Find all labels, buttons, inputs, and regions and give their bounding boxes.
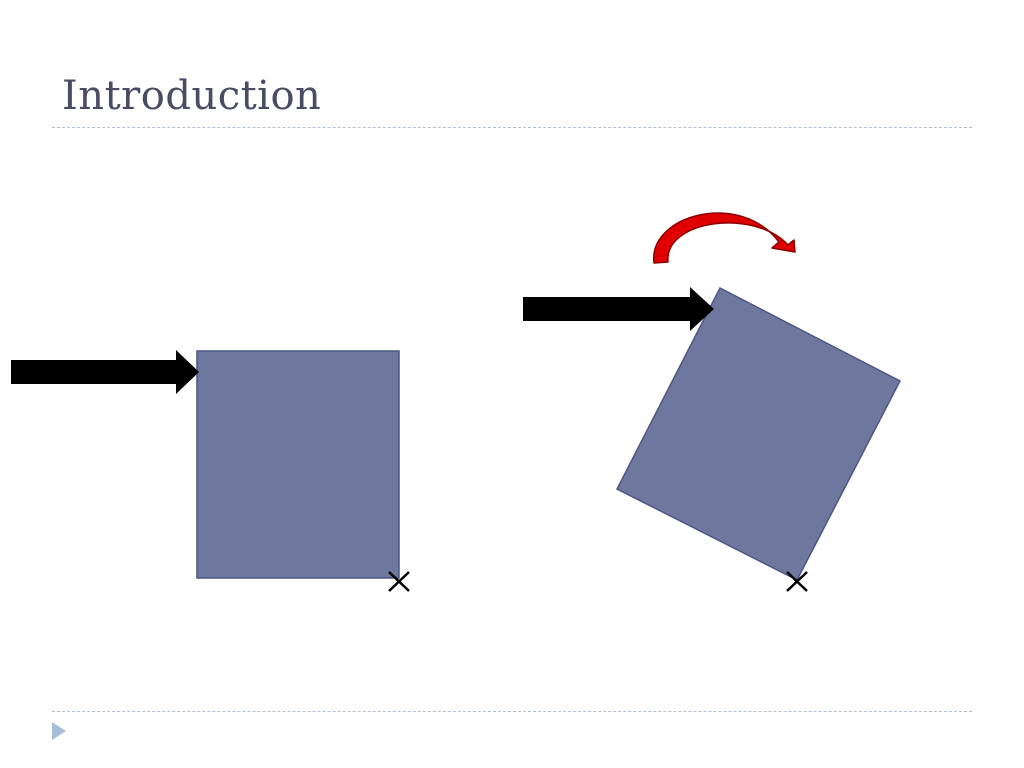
- rotation-arrow-icon: [653, 212, 796, 264]
- footer-divider: [52, 711, 972, 712]
- right-pivot-x-icon: [786, 571, 808, 592]
- left-pivot-x-icon: [388, 571, 410, 592]
- slide-title: Introduction: [62, 73, 322, 119]
- title-divider: [52, 127, 972, 128]
- left-push-arrow-icon: [11, 350, 199, 394]
- upright-scenario: [11, 350, 410, 592]
- tilted-box: [615, 286, 902, 582]
- right-push-arrow-icon: [523, 287, 714, 331]
- triangle-right-icon: [52, 722, 66, 740]
- upright-box: [196, 350, 400, 579]
- tilted-scenario: [523, 212, 902, 592]
